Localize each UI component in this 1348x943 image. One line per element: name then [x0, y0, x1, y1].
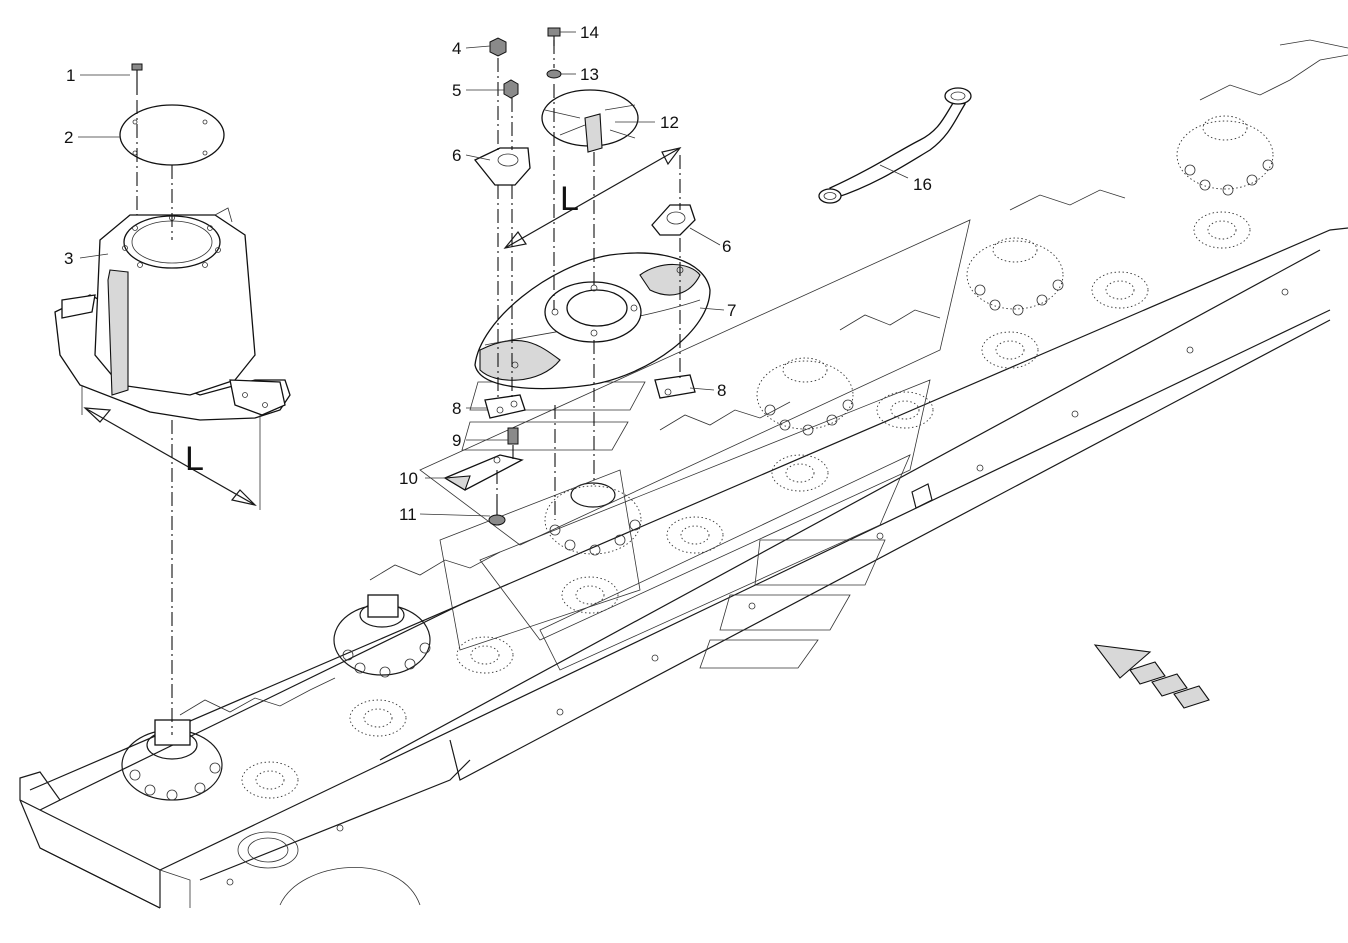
- callout-labels: 1 2 3 4 5 6 6 7 8 8 9 10 11 12 13 14 16: [64, 23, 932, 524]
- callout-8b: 8: [717, 381, 726, 400]
- callout-1: 1: [66, 66, 75, 85]
- cap-12: [541, 89, 639, 153]
- bolt-11: [488, 500, 506, 526]
- callout-2: 2: [64, 128, 73, 147]
- cutter-bar-beam: [19, 39, 1348, 909]
- plate-8-right: [654, 374, 696, 399]
- dimension-left-label: L: [185, 440, 204, 478]
- plate-8-left: [484, 394, 526, 419]
- nut-5: [503, 79, 519, 99]
- callout-4: 4: [452, 39, 461, 58]
- cover-plate: [119, 104, 225, 166]
- disc-hubs: [121, 115, 1274, 801]
- washer-13: [546, 69, 562, 79]
- disc-hub: [1176, 115, 1274, 196]
- callout-10: 10: [399, 469, 418, 488]
- nut-4: [489, 37, 507, 57]
- guide-6-right: [651, 204, 696, 236]
- cone-assembly: [54, 207, 291, 421]
- disc-hub: [544, 482, 642, 556]
- dimension-right-label: L: [560, 180, 579, 218]
- callout-12: 12: [660, 113, 679, 132]
- callout-6a: 6: [452, 146, 461, 165]
- callout-9: 9: [452, 431, 461, 450]
- callout-7: 7: [727, 301, 736, 320]
- callout-leaders: [78, 31, 909, 517]
- dimension-right: L: [503, 147, 682, 249]
- disc-hub: [333, 594, 431, 678]
- callout-14: 14: [580, 23, 599, 42]
- callout-5: 5: [452, 81, 461, 100]
- screw-1: [131, 63, 143, 95]
- blade-10: [443, 454, 524, 491]
- blade-outline-guides: [419, 219, 971, 671]
- disc-hub: [756, 357, 854, 436]
- bolt-9: [507, 427, 519, 445]
- callout-11: 11: [399, 505, 417, 524]
- callout-3: 3: [64, 249, 73, 268]
- travel-direction-arrow-icon: [1093, 644, 1210, 709]
- wrench-16: [818, 87, 972, 204]
- cutter-disc: [474, 252, 711, 390]
- disc-hub: [966, 237, 1064, 316]
- callout-8a: 8: [452, 399, 461, 418]
- callout-13: 13: [580, 65, 599, 84]
- dimension-left: L: [81, 385, 261, 510]
- guide-6-left: [473, 147, 531, 186]
- callout-16: 16: [913, 175, 932, 194]
- callout-6b: 6: [722, 237, 731, 256]
